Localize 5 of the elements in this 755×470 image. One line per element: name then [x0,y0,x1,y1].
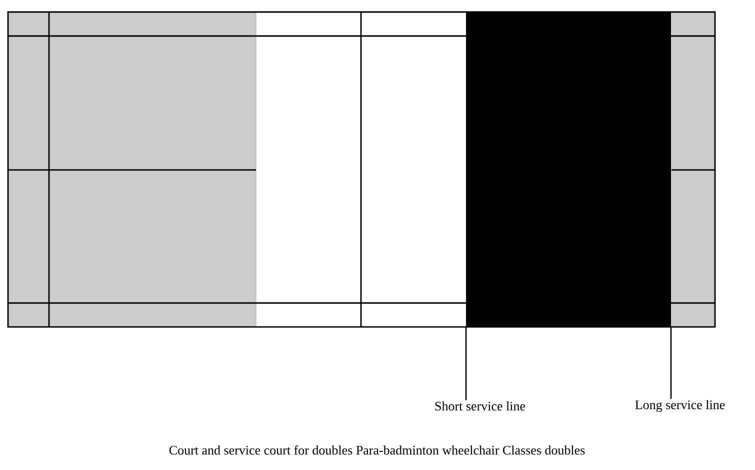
leader-line [465,326,467,400]
leader-line [670,326,672,399]
caption: Court and service court for doubles Para-badminton wheelchair Classes doubles [169,445,585,455]
line-label: Long service line [635,400,725,412]
line-label: Short service line [435,401,526,411]
